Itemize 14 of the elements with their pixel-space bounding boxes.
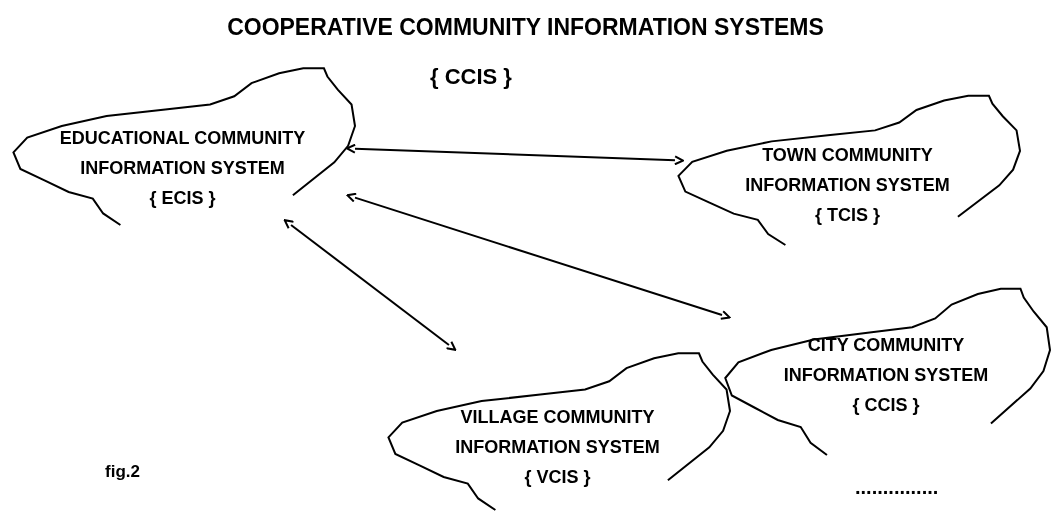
system-name: EDUCATIONAL COMMUNITY INFORMATION SYSTEM (58, 127, 307, 180)
diagram-title: COOPERATIVE COMMUNITY INFORMATION SYSTEMS (226, 14, 825, 41)
system-acronym: { VCIS } (523, 466, 592, 489)
system-acronym: { CCIS } (851, 394, 921, 417)
acronym-label: { CCIS } (430, 64, 512, 90)
system-name: TOWN COMMUNITY INFORMATION SYSTEM (744, 144, 951, 197)
double-arrow (346, 143, 684, 166)
figure-number: fig.2 (105, 462, 140, 482)
system-name: VILLAGE COMMUNITY INFORMATION SYSTEM (454, 406, 661, 459)
system-acronym: { TCIS } (814, 204, 881, 227)
double-arrow (283, 219, 457, 351)
double-arrow (346, 192, 731, 320)
ellipsis-label: ............... (855, 476, 939, 499)
system-acronym: { ECIS } (148, 187, 217, 210)
